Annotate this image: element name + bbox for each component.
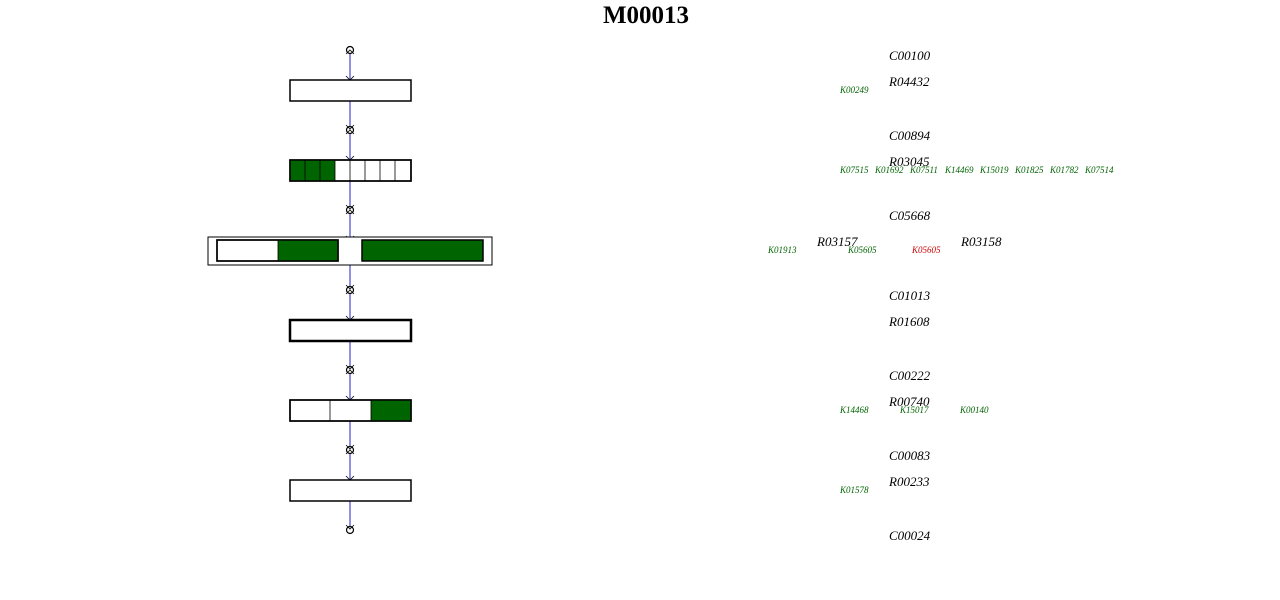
reaction-box-2[interactable] <box>289 159 412 182</box>
ko-label[interactable]: K07514 <box>1084 165 1114 175</box>
compound-node[interactable] <box>345 525 355 535</box>
reaction-box-6[interactable] <box>289 479 412 502</box>
compound-label[interactable]: C01013 <box>889 288 931 303</box>
reaction-label[interactable]: R00740 <box>888 394 930 409</box>
ko-label[interactable]: K14468 <box>839 405 869 415</box>
reaction-box-4[interactable] <box>288 318 413 343</box>
ko-label[interactable]: K00140 <box>959 405 989 415</box>
reaction-label[interactable]: R04432 <box>888 74 930 89</box>
reaction-label[interactable]: R03045 <box>888 154 930 169</box>
reaction-label[interactable]: R03158 <box>960 234 1002 249</box>
ko-label[interactable]: K14469 <box>944 165 974 175</box>
compound-label[interactable]: C05668 <box>889 208 931 223</box>
reaction-label[interactable]: R00233 <box>888 474 930 489</box>
reaction-label[interactable]: R01608 <box>888 314 930 329</box>
ko-label[interactable]: K07515 <box>839 165 869 175</box>
ko-label[interactable]: K01825 <box>1014 165 1044 175</box>
reaction-label[interactable]: R03157 <box>816 234 858 249</box>
compound-label-final[interactable]: C00024 <box>889 528 931 543</box>
compound-label[interactable]: C00083 <box>889 448 931 463</box>
reaction-box-3[interactable] <box>207 236 493 266</box>
module-title: M00013 <box>602 2 690 29</box>
compound-label[interactable]: C00100 <box>889 48 931 63</box>
ko-label[interactable]: K07511 <box>909 165 938 175</box>
ko-label[interactable]: K01578 <box>839 485 869 495</box>
ko-label[interactable]: K01692 <box>874 165 904 175</box>
ko-label[interactable]: K05605 <box>847 245 877 255</box>
ko-label[interactable]: K01913 <box>767 245 797 255</box>
labels: C00100 R04432 K00249 C00894 R03045 K0751… <box>767 48 1114 543</box>
ko-label[interactable]: K15017 <box>899 405 929 415</box>
ko-label[interactable]: K01782 <box>1049 165 1079 175</box>
ko-label[interactable]: K00249 <box>839 85 869 95</box>
ko-label-missing[interactable]: K05605 <box>911 245 941 255</box>
reaction-box-5[interactable] <box>289 399 412 422</box>
reaction-box-1[interactable] <box>289 79 412 102</box>
compound-label[interactable]: C00894 <box>889 128 931 143</box>
compound-label[interactable]: C00222 <box>889 368 931 383</box>
ko-label[interactable]: K15019 <box>979 165 1009 175</box>
